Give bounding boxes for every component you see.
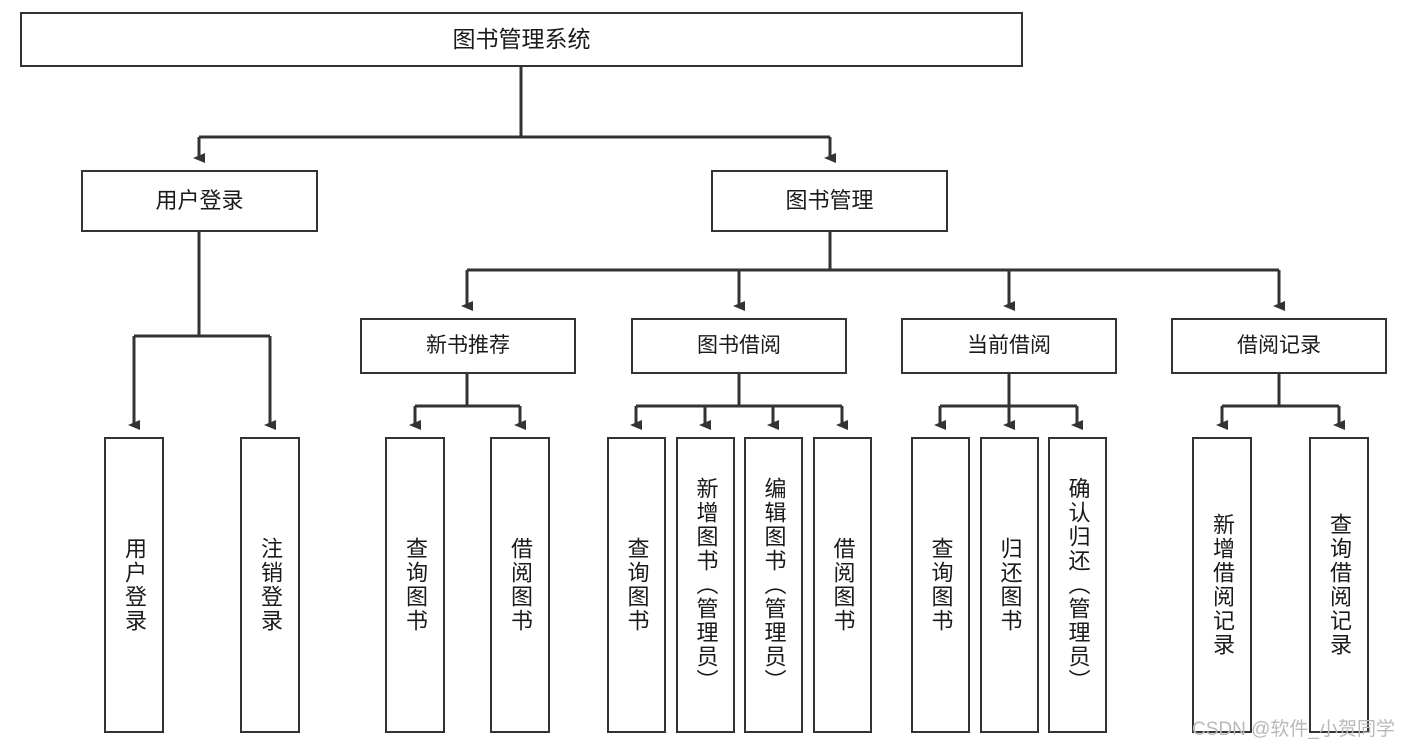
leaf-user-login-label: 用户登录 [121, 537, 147, 633]
leaf-borrow-book-2[interactable]: 借阅图书 [813, 437, 872, 733]
leaf-borrow-book-1[interactable]: 借阅图书 [490, 437, 550, 733]
node-root-label: 图书管理系统 [452, 25, 591, 52]
node-book-management[interactable]: 图书管理 [711, 170, 948, 232]
leaf-query-book-2-label: 查询图书 [624, 537, 650, 633]
node-user-login[interactable]: 用户登录 [81, 170, 318, 232]
node-book-borrow[interactable]: 图书借阅 [631, 318, 847, 374]
leaf-query-book-1-label: 查询图书 [402, 537, 428, 633]
leaf-query-borrow-record-label: 查询借阅记录 [1326, 513, 1352, 657]
node-root[interactable]: 图书管理系统 [20, 12, 1023, 67]
leaf-confirm-return-label: 确认归还（管理员） [1065, 477, 1091, 693]
node-user-login-label: 用户登录 [155, 188, 244, 214]
leaf-return-book[interactable]: 归还图书 [980, 437, 1039, 733]
leaf-add-book[interactable]: 新增图书（管理员） [676, 437, 735, 733]
node-book-management-label: 图书管理 [785, 188, 874, 214]
leaf-add-borrow-record-label: 新增借阅记录 [1209, 513, 1235, 657]
node-current-borrow-label: 当前借阅 [967, 333, 1051, 357]
leaf-query-book-3[interactable]: 查询图书 [911, 437, 970, 733]
node-new-book-recommend[interactable]: 新书推荐 [360, 318, 576, 374]
leaf-query-book-2[interactable]: 查询图书 [607, 437, 666, 733]
leaf-return-book-label: 归还图书 [997, 537, 1023, 633]
node-current-borrow[interactable]: 当前借阅 [901, 318, 1117, 374]
leaf-add-borrow-record[interactable]: 新增借阅记录 [1192, 437, 1252, 733]
leaf-edit-book[interactable]: 编辑图书（管理员） [744, 437, 803, 733]
leaf-user-login[interactable]: 用户登录 [104, 437, 164, 733]
leaf-query-borrow-record[interactable]: 查询借阅记录 [1309, 437, 1369, 733]
leaf-borrow-book-1-label: 借阅图书 [507, 537, 533, 633]
leaf-logout-label: 注销登录 [257, 537, 283, 633]
csdn-watermark: CSDN @软件_小贺同学 [1192, 719, 1395, 740]
node-book-borrow-label: 图书借阅 [697, 333, 781, 357]
leaf-edit-book-label: 编辑图书（管理员） [761, 477, 787, 693]
leaf-logout[interactable]: 注销登录 [240, 437, 300, 733]
leaf-add-book-label: 新增图书（管理员） [693, 477, 719, 693]
leaf-query-book-1[interactable]: 查询图书 [385, 437, 445, 733]
leaf-query-book-3-label: 查询图书 [928, 537, 954, 633]
leaf-confirm-return[interactable]: 确认归还（管理员） [1048, 437, 1107, 733]
node-borrow-record-label: 借阅记录 [1237, 333, 1321, 357]
leaf-borrow-book-2-label: 借阅图书 [830, 537, 856, 633]
node-borrow-record[interactable]: 借阅记录 [1171, 318, 1387, 374]
node-new-book-recommend-label: 新书推荐 [426, 333, 510, 357]
